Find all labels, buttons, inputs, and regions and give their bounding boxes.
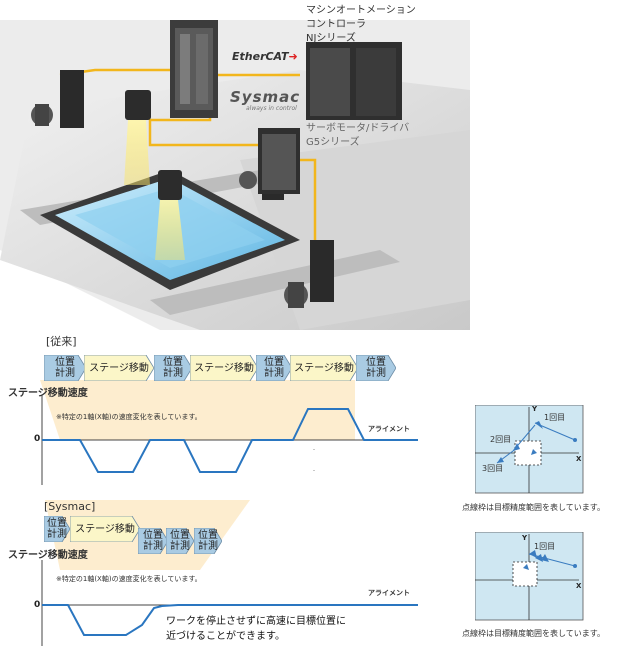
conventional-step-label: 位置 計測 [366, 357, 386, 379]
machine-illustration [0, 20, 470, 330]
plot2-x-label: X [576, 582, 582, 590]
sysmac-title: [Sysmac] [44, 500, 96, 513]
alignment-plot-2 [475, 532, 584, 621]
conventional-step: ステージ移動 [84, 355, 154, 381]
conventional-title: [従来] [46, 335, 77, 348]
ethercat-arrow-icon: ➜ [288, 50, 298, 63]
servo-label: サーボモータ/ドライバ G5シリーズ [306, 123, 410, 148]
sysmac-tagline: always in control [246, 105, 297, 112]
plot2-caption: 点線枠は目標精度範囲を表しています。 [462, 629, 605, 638]
sysmac-zero: 0 [34, 600, 41, 610]
sysmac-speed-curve [42, 604, 418, 636]
sysmac-chart [41, 560, 418, 646]
plot2-label-1: 1回目 [534, 542, 556, 551]
conventional-step-label: ステージ移動 [89, 362, 149, 374]
sysmac-step-label: 位置 計測 [170, 530, 190, 552]
plot1-y-label: Y [532, 405, 538, 413]
sysmac-step: 位置 計測 [194, 528, 222, 554]
ethercat-logo: EtherCAT➜ [232, 50, 298, 63]
sysmac-step: 位置 計測 [44, 516, 70, 542]
sysmac-step-label: 位置 計測 [143, 530, 163, 552]
sysmac-step: ステージ移動 [70, 516, 140, 542]
conventional-step-label: ステージ移動 [294, 362, 354, 374]
sysmac-step-label: 位置 計測 [47, 518, 67, 540]
conventional-zero: 0 [34, 434, 41, 444]
sysmac-ylabel: ステージ移動速度 [8, 550, 88, 561]
conventional-note: ※特定の1軸(X軸)の速度変化を表しています。 [56, 413, 202, 421]
sysmac-step-label: ステージ移動 [75, 523, 135, 535]
plot1-label-2: 2回目 [490, 435, 512, 444]
plot1-x-label: X [576, 455, 582, 463]
sysmac-callout: ワークを停止させずに高速に目標位置に 近づけることができます。 [164, 614, 348, 644]
alignment-plot-1 [475, 405, 584, 494]
conventional-xlabel: アライメント [368, 425, 410, 433]
plot1-caption: 点線枠は目標精度範囲を表しています。 [462, 503, 605, 512]
plot1-label-3: 3回目 [482, 464, 504, 473]
conventional-step: ステージ移動 [190, 355, 258, 381]
sysmac-logo: Sysmac [230, 88, 300, 106]
conventional-step: 位置 計測 [44, 355, 86, 381]
conventional-step-label: 位置 計測 [163, 357, 183, 379]
sysmac-step-label: 位置 計測 [198, 530, 218, 552]
conventional-step: ステージ移動 [290, 355, 358, 381]
conventional-ylabel: ステージ移動速度 [8, 388, 88, 399]
conventional-step: 位置 計測 [256, 355, 292, 381]
sysmac-text: Sysmac [230, 88, 301, 106]
conventional-step: 位置 計測 [356, 355, 396, 381]
ethercat-text: EtherCAT [232, 50, 289, 63]
sysmac-step: 位置 計測 [166, 528, 194, 554]
plot1-label-1: 1回目 [544, 413, 566, 422]
sysmac-step: 位置 計測 [138, 528, 168, 554]
conventional-chart [41, 395, 418, 485]
conventional-step: 位置 計測 [154, 355, 192, 381]
controller-label: マシンオートメーション コントローラ NJシリーズ [306, 5, 416, 44]
sysmac-xlabel: アライメント [368, 589, 410, 597]
conventional-speed-curve [42, 408, 418, 473]
conventional-step-label: 位置 計測 [264, 357, 284, 379]
plot2-y-label: Y [522, 534, 528, 542]
conventional-step-label: ステージ移動 [194, 362, 254, 374]
conventional-step-label: 位置 計測 [55, 357, 75, 379]
sysmac-note: ※特定の1軸(X軸)の速度変化を表しています。 [56, 575, 202, 583]
